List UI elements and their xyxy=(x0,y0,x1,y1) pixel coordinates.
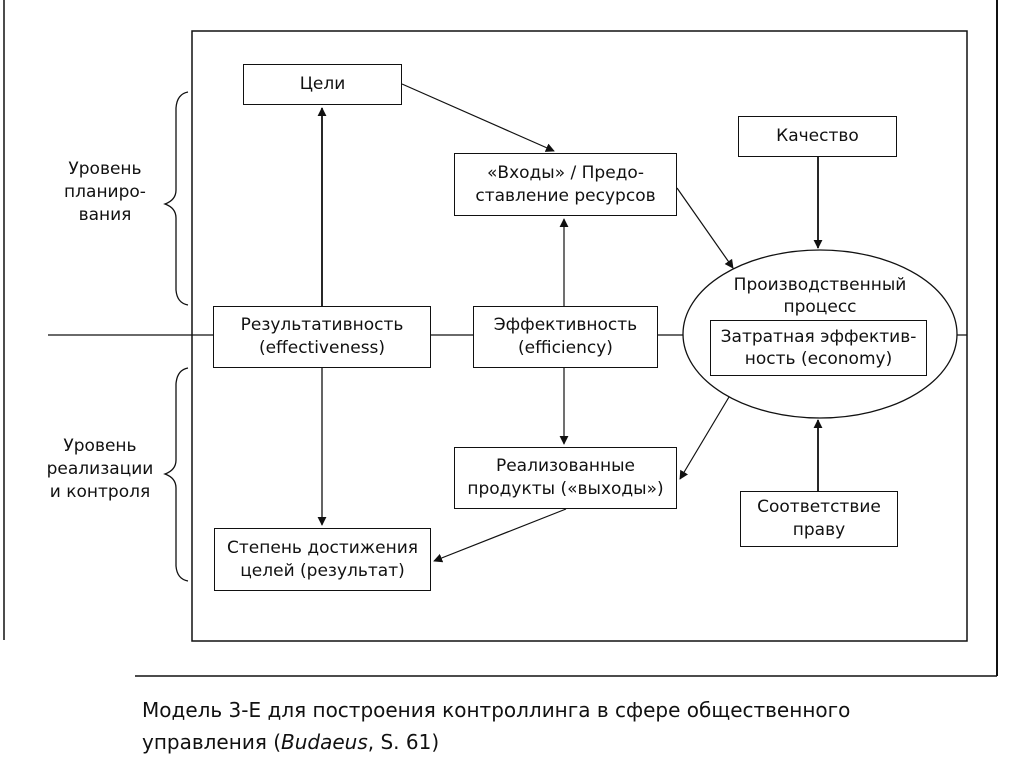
node-economy-line: ность (economy) xyxy=(744,349,893,369)
arrow-inputs-to-production xyxy=(676,187,734,269)
caption-prefix: управления ( xyxy=(142,730,282,754)
node-effectiveness-line: (effectiveness) xyxy=(258,338,386,358)
node-production-line: Производственный xyxy=(733,275,907,295)
node-efficiency-line: (efficiency) xyxy=(518,338,613,358)
node-compliance-line: Соответствие xyxy=(757,497,881,517)
node-effectiveness-line: Результативность xyxy=(240,315,404,335)
node-quality-text: Качество xyxy=(776,126,859,146)
level-realization-line: и контроля xyxy=(49,482,151,502)
node-inputs-line: «Входы» / Предо- xyxy=(487,162,644,183)
node-compliance: Соответствие праву xyxy=(740,491,898,547)
node-economy-line: Затратная эффектив- xyxy=(720,327,917,347)
node-achievement-line: целей (результат) xyxy=(240,560,405,581)
node-goals-text: Цели xyxy=(299,74,346,94)
node-effectiveness: Результативность (effectiveness) xyxy=(213,306,431,368)
node-achievement: Степень достижения целей (результат) xyxy=(214,528,431,591)
node-quality: Качество xyxy=(738,116,897,157)
arrow-goals-to-inputs xyxy=(401,83,555,152)
realization-brace xyxy=(163,367,189,582)
node-achievement-line: Степень достижения xyxy=(227,537,418,558)
level-realization-line: реализации xyxy=(46,459,154,479)
node-goals: Цели xyxy=(243,64,402,105)
inner-frame xyxy=(191,30,968,642)
caption-author: Budaeus xyxy=(281,730,368,754)
node-economy: Затратная эффектив- ность (economy) xyxy=(710,320,927,376)
level-planning-line: планиро- xyxy=(64,182,146,202)
node-outputs: Реализованные продукты («выходы») xyxy=(454,447,677,509)
node-efficiency-line: Эффективность xyxy=(493,315,638,335)
level-planning-line: Уровень xyxy=(68,159,142,179)
node-production-line: процесс xyxy=(783,297,857,317)
node-production-label: Производственный процесс xyxy=(712,274,928,318)
node-compliance-line: праву xyxy=(792,520,846,540)
node-inputs: «Входы» / Предо- ставление ресурсов xyxy=(454,153,677,216)
level-planning-line: вания xyxy=(78,205,132,225)
caption-line-1: Модель 3-Е для построения контроллинга в… xyxy=(142,698,851,722)
arrow-outputs-to-achievement xyxy=(433,508,567,563)
level-realization-label: Уровень реализации и контроля xyxy=(30,435,170,504)
caption-suffix: , S. 61) xyxy=(367,730,440,754)
node-outputs-line: Реализованные xyxy=(495,456,635,476)
arrow-production-to-outputs xyxy=(679,396,730,480)
node-efficiency: Эффективность (efficiency) xyxy=(473,306,658,368)
node-inputs-line: ставление ресурсов xyxy=(475,185,656,206)
figure-caption: Модель 3-Е для построения контроллинга в… xyxy=(142,694,850,758)
level-realization-line: Уровень xyxy=(63,436,137,456)
node-outputs-line: продукты («выходы») xyxy=(467,479,664,499)
planning-brace xyxy=(163,91,189,306)
level-planning-label: Уровень планиро- вания xyxy=(40,158,170,227)
caption-line-2: управления (Budaeus, S. 61) xyxy=(142,726,850,758)
